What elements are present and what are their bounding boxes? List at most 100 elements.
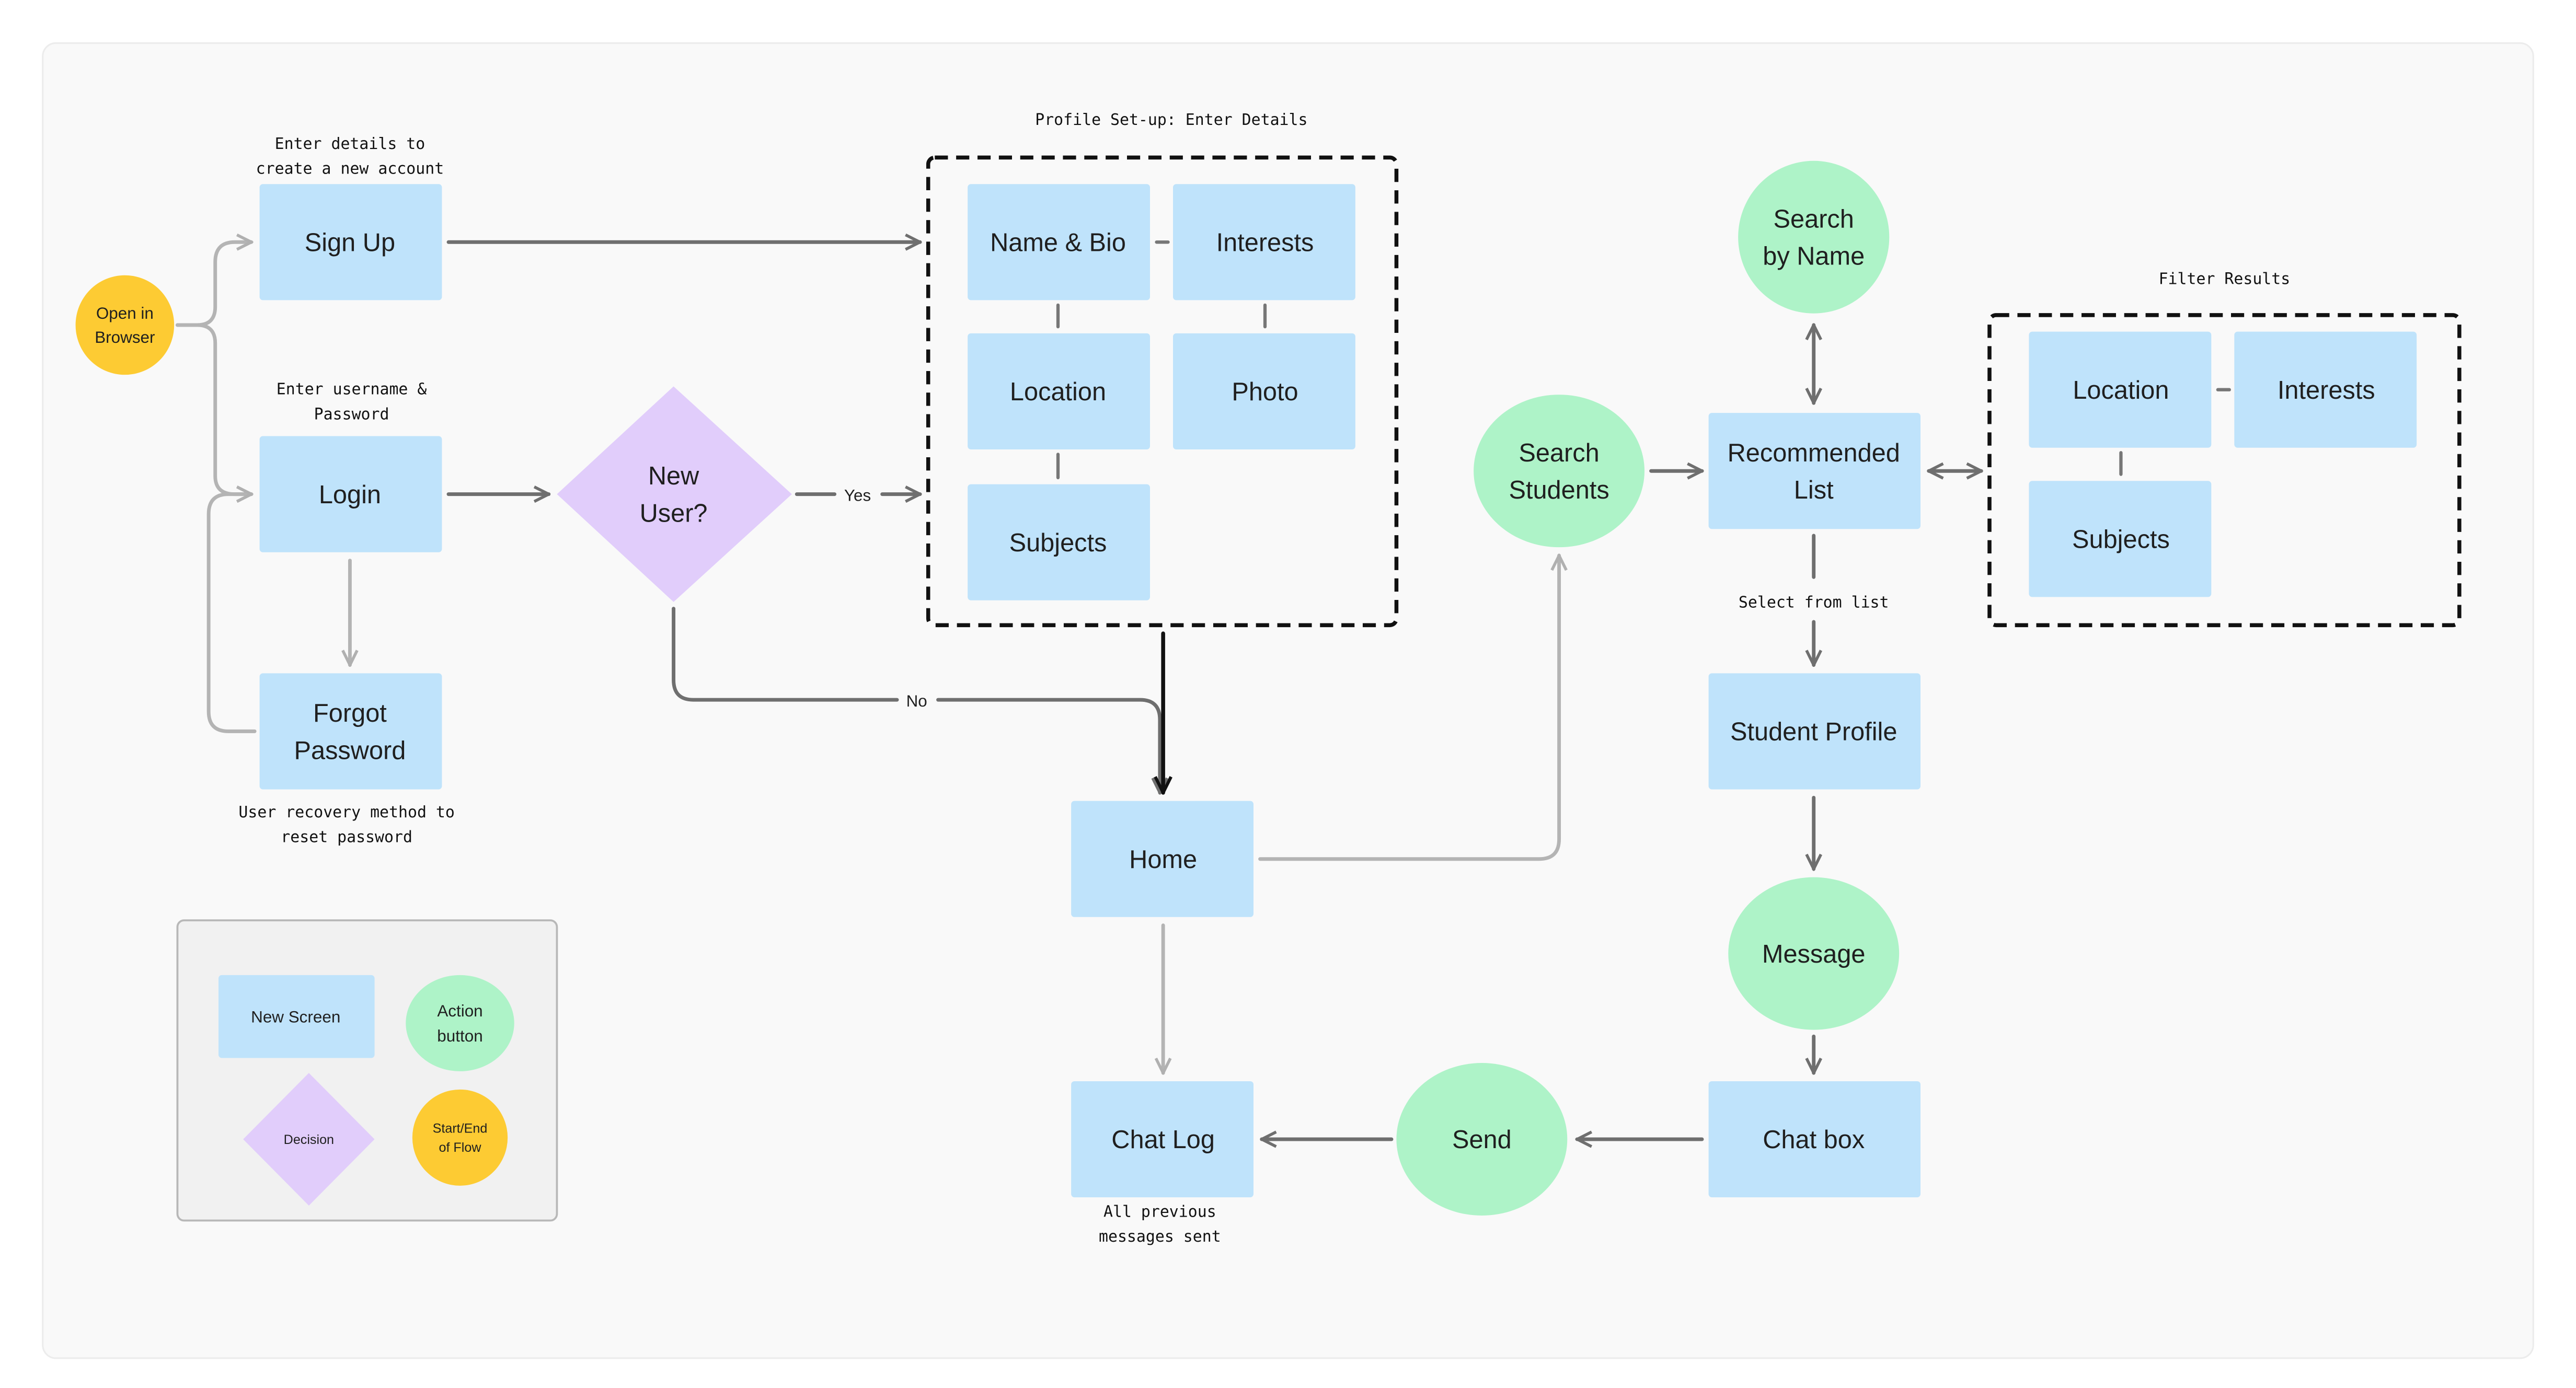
screen-label: Name & Bio (990, 228, 1126, 257)
screen-label: Interests (2278, 376, 2375, 404)
text-line: New (648, 462, 699, 490)
profile-setup-group (926, 155, 1399, 628)
screen-shape (1708, 413, 1920, 529)
text-line: reset password (281, 828, 412, 846)
screen-photo[interactable]: Photo (1173, 333, 1355, 449)
group-title-filter-results: Filter Results (2159, 270, 2291, 288)
text-line: Browser (95, 328, 155, 346)
text-line: Name & Bio (990, 228, 1126, 257)
text-line: Chat Log (1111, 1126, 1215, 1154)
start-node-shape (75, 275, 175, 375)
screen-name-bio[interactable]: Name & Bio (968, 184, 1150, 300)
screen-label: Student Profile (1730, 718, 1897, 746)
screen-shape (1708, 673, 1920, 790)
text-line: Chat box (1763, 1126, 1865, 1154)
legend-swatch-start (412, 1089, 508, 1186)
text-line: Message (1762, 940, 1866, 968)
screen-shape (1071, 1081, 1254, 1198)
text-line: User? (640, 499, 708, 527)
legend-label-decision: Decision (284, 1132, 334, 1147)
screen-interests[interactable]: Interests (1173, 184, 1355, 300)
action-shape (1474, 395, 1644, 548)
text-line: Decision (284, 1132, 334, 1147)
legend-swatch-decision (243, 1073, 375, 1206)
text-line: Start/End (433, 1121, 488, 1136)
screen-label: Interests (1216, 228, 1314, 257)
text-line: Location (2073, 376, 2169, 404)
screen-shape (259, 436, 442, 552)
text-line: Subjects (1009, 529, 1107, 557)
screen-shape (259, 184, 442, 300)
action-message[interactable]: Message (1728, 877, 1900, 1030)
text-line: Enter username & (277, 380, 427, 399)
text-line: Home (1129, 846, 1197, 874)
screen-location[interactable]: Location (968, 333, 1150, 449)
screen-home[interactable]: Home (1071, 801, 1254, 917)
connectors (175, 242, 2231, 1139)
screen-chat-box[interactable]: Chat box (1708, 1081, 1920, 1198)
decision-shape (557, 386, 792, 602)
screen-label: Subjects (1009, 529, 1107, 557)
edge-forgot-to-login (206, 494, 257, 733)
legend-item-decision: Decision (243, 1073, 375, 1206)
screen-label: Sign Up (305, 228, 395, 257)
screen-shape (259, 673, 442, 790)
screen-shape (2029, 481, 2212, 597)
screen-login[interactable]: Login (259, 436, 442, 552)
text-line: Interests (1216, 228, 1314, 257)
action-shape (1728, 877, 1900, 1030)
screen-subjects[interactable]: Subjects (968, 484, 1150, 600)
edge-label-yes: Yes (844, 485, 871, 504)
text-line: Password (294, 736, 406, 765)
legend-label-start-end: Start/End of Flow (433, 1121, 488, 1155)
text-line: New Screen (251, 1007, 340, 1026)
text-line: Filter Results (2159, 270, 2291, 288)
text-line: Select from list (1739, 593, 1889, 611)
text-line: Password (314, 405, 389, 423)
screen-label: Chat box (1763, 1126, 1865, 1154)
edge-label-no: No (906, 691, 927, 710)
canvas-background (42, 42, 2534, 1359)
text-line: Search (1519, 439, 1599, 467)
text-line: Student Profile (1730, 718, 1897, 746)
text-line: by Name (1763, 242, 1865, 270)
text-line: of Flow (439, 1140, 482, 1155)
action-search-by-name[interactable]: Search by Name (1738, 160, 1890, 314)
screen-student-profile[interactable]: Student Profile (1708, 673, 1920, 790)
screen-filter-interests[interactable]: Interests (2234, 331, 2417, 448)
text-line: Search (1774, 205, 1854, 233)
text-line: Students (1509, 476, 1609, 504)
screen-shape (968, 484, 1150, 600)
action-send[interactable]: Send (1396, 1063, 1568, 1216)
action-shape (1396, 1063, 1568, 1216)
edge-open-to-signup (175, 242, 254, 327)
screen-label: Location (1010, 378, 1106, 406)
group-title-profile-setup: Profile Set-up: Enter Details (1035, 111, 1307, 129)
action-label: Search by Name (1763, 205, 1865, 271)
screen-shape (1708, 1081, 1920, 1198)
screen-shape (1173, 333, 1355, 449)
screen-shape (968, 333, 1150, 449)
screen-label: Chat Log (1111, 1126, 1215, 1154)
screen-chat-log[interactable]: Chat Log (1071, 1081, 1254, 1198)
screen-label: Photo (1232, 378, 1298, 406)
screen-shape (2029, 331, 2212, 448)
screen-shape (968, 184, 1150, 300)
screen-filter-location[interactable]: Location (2029, 331, 2212, 448)
screen-sign-up[interactable]: Sign Up (259, 184, 442, 300)
screen-filter-subjects[interactable]: Subjects (2029, 481, 2212, 597)
